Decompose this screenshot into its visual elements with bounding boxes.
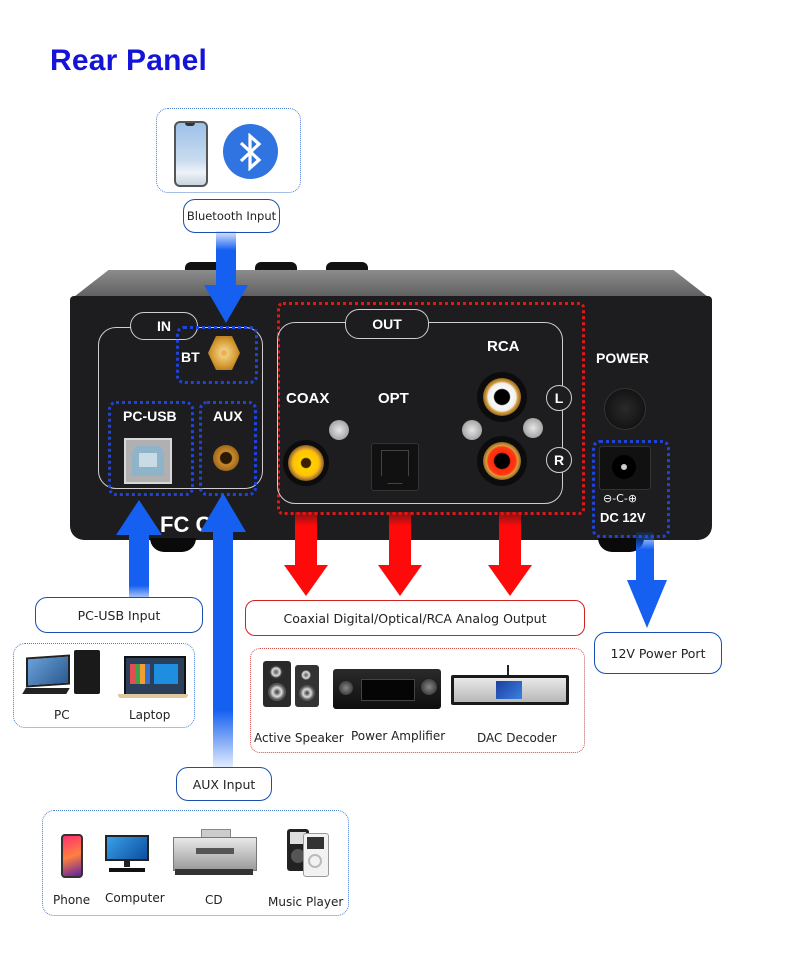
computer-icon	[105, 835, 149, 875]
output-arrow-opt	[378, 512, 422, 596]
laptop-caption: Laptop	[129, 708, 171, 722]
cd-caption: CD	[205, 893, 223, 907]
bt-port-highlight	[176, 326, 258, 384]
power-port-label: 12V Power Port	[594, 632, 722, 674]
output-ports-highlight	[277, 302, 585, 515]
power-label: POWER	[596, 350, 649, 366]
dac-decoder-caption: DAC Decoder	[477, 731, 557, 745]
pc-usb-arrow	[116, 500, 162, 603]
phone-icon	[61, 834, 83, 878]
aux-port-highlight	[199, 401, 257, 496]
power-button[interactable]	[604, 388, 646, 430]
speaker-icon	[261, 659, 323, 709]
pc-caption: PC	[54, 708, 70, 722]
coax-port-label: COAX	[286, 390, 330, 407]
output-arrow-coax	[284, 512, 328, 596]
coax-rca-jack	[283, 440, 329, 486]
screw	[329, 420, 349, 440]
device-foot	[150, 538, 196, 552]
dac-decoder-icon	[451, 665, 569, 709]
active-speaker-caption: Active Speaker	[254, 731, 344, 745]
bluetooth-input-label: Bluetooth Input	[183, 199, 280, 233]
laptop-icon	[118, 656, 188, 698]
output-arrow-rca	[488, 512, 532, 596]
amplifier-icon	[333, 669, 441, 709]
dc-port-highlight	[592, 440, 670, 538]
computer-caption: Computer	[105, 891, 165, 905]
device-top-surface	[70, 270, 712, 300]
optical-toslink-port	[371, 443, 419, 491]
dc-polarity-symbol: ⊖-C-⊕	[603, 492, 638, 505]
page-title: Rear Panel	[50, 44, 208, 77]
screw	[462, 420, 482, 440]
bluetooth-icon	[223, 124, 278, 179]
bluetooth-arrow	[204, 231, 248, 323]
power-amplifier-caption: Power Amplifier	[351, 729, 446, 743]
usb-b-port	[124, 438, 172, 484]
aux-devices-box: Phone Computer CD Music Player	[42, 810, 349, 916]
aux-arrow	[200, 493, 246, 770]
smartphone-icon	[174, 121, 208, 187]
opt-port-label: OPT	[378, 390, 409, 407]
output-devices-box: Active Speaker Power Amplifier DAC Decod…	[250, 648, 585, 753]
out-section-title: OUT	[345, 309, 429, 339]
aux-input-label: AUX Input	[176, 767, 272, 801]
output-label: Coaxial Digital/Optical/RCA Analog Outpu…	[245, 600, 585, 636]
pc-usb-port-highlight	[108, 401, 194, 496]
bt-port-label: BT	[181, 349, 200, 365]
aux-port-label: AUX	[213, 408, 243, 424]
rca-left-channel-label: L	[546, 385, 572, 411]
power-arrow	[627, 532, 667, 628]
phone-caption: Phone	[53, 893, 91, 907]
dc-voltage-label: DC 12V	[600, 510, 646, 525]
bluetooth-source-box	[156, 108, 301, 193]
aux-3.5mm-jack	[213, 445, 239, 471]
pc-usb-devices-box: PC Laptop	[13, 643, 195, 728]
rca-right-jack	[477, 436, 527, 486]
pc-usb-port-label: PC-USB	[123, 408, 177, 424]
rca-port-label: RCA	[487, 338, 520, 355]
rca-left-jack	[477, 372, 527, 422]
screw	[523, 418, 543, 438]
dc-power-jack	[599, 446, 651, 490]
music-player-caption: Music Player	[268, 895, 344, 909]
desktop-pc-icon	[22, 650, 108, 700]
cd-player-icon	[173, 829, 257, 877]
music-player-icon	[287, 829, 329, 877]
pc-usb-input-label: PC-USB Input	[35, 597, 203, 633]
device-foot	[598, 538, 644, 552]
rca-right-channel-label: R	[546, 447, 572, 473]
